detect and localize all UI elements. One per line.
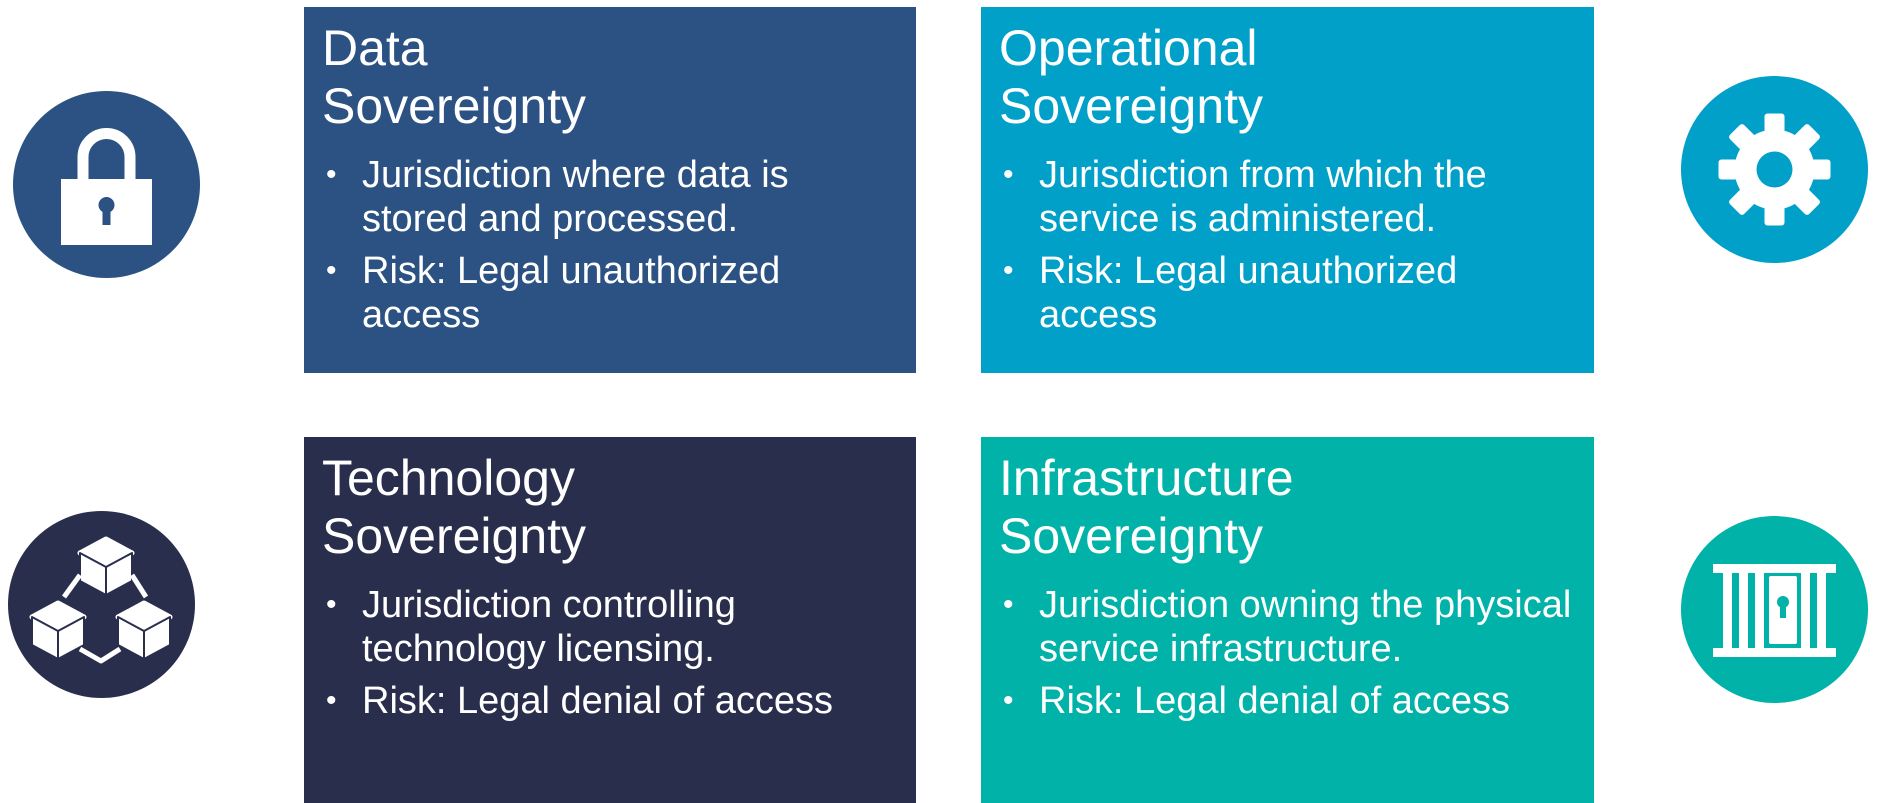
locked-gate-icon [1681, 516, 1868, 703]
bullet-list: Jurisdiction from which the service is a… [999, 153, 1576, 337]
bullet-item: Jurisdiction owning the physical service… [999, 583, 1576, 671]
bullet-list: Jurisdiction owning the physical service… [999, 583, 1576, 723]
data-sovereignty-card: Data Sovereignty Jurisdiction where data… [304, 7, 916, 373]
card-title: Infrastructure Sovereignty [999, 449, 1576, 565]
card-title-line2: Sovereignty [999, 508, 1264, 564]
bullet-list: Jurisdiction controlling technology lice… [322, 583, 898, 723]
bullet-item: Jurisdiction controlling technology lice… [322, 583, 898, 671]
bullet-item: Jurisdiction from which the service is a… [999, 153, 1576, 241]
lock-icon [13, 91, 200, 278]
bullet-item: Risk: Legal unauthorized access [999, 249, 1576, 337]
bullet-item: Risk: Legal unauthorized access [322, 249, 898, 337]
card-title: Operational Sovereignty [999, 19, 1576, 135]
operational-sovereignty-card: Operational Sovereignty Jurisdiction fro… [981, 7, 1594, 373]
bullet-item: Risk: Legal denial of access [322, 679, 898, 723]
card-title-line1: Infrastructure [999, 450, 1294, 506]
blocks-icon [8, 511, 195, 698]
card-title-line1: Data [322, 20, 428, 76]
card-title-line1: Technology [322, 450, 575, 506]
card-title-line2: Sovereignty [322, 78, 587, 134]
bullet-item: Risk: Legal denial of access [999, 679, 1576, 723]
card-title: Data Sovereignty [322, 19, 898, 135]
bullet-list: Jurisdiction where data is stored and pr… [322, 153, 898, 337]
bullet-item: Jurisdiction where data is stored and pr… [322, 153, 898, 241]
card-title: Technology Sovereignty [322, 449, 898, 565]
infrastructure-sovereignty-card: Infrastructure Sovereignty Jurisdiction … [981, 437, 1594, 803]
technology-sovereignty-card: Technology Sovereignty Jurisdiction cont… [304, 437, 916, 803]
card-title-line2: Sovereignty [322, 508, 587, 564]
card-title-line2: Sovereignty [999, 78, 1264, 134]
gear-icon [1681, 76, 1868, 263]
card-title-line1: Operational [999, 20, 1258, 76]
